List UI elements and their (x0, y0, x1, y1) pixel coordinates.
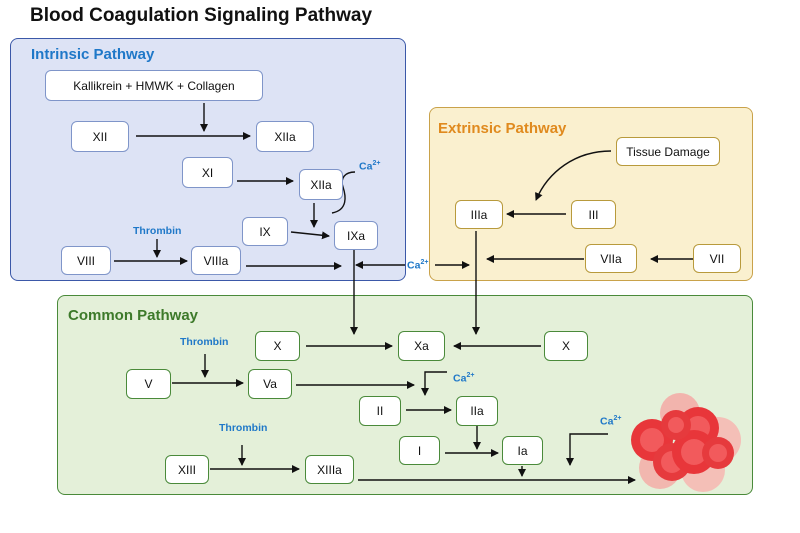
calcium-label-intrinsic: Ca2+ (359, 160, 381, 173)
common-pathway-title: Common Pathway (68, 307, 199, 324)
factor-ixa-box: IXa (334, 221, 378, 250)
kallikrein-hmwk-collagen-box: Kallikrein + HMWK + Collagen (45, 70, 263, 101)
calcium-label-clot: Ca2+ (600, 415, 622, 428)
ca-arrow-common (421, 371, 447, 396)
arrow-ix-to-ixa (290, 231, 330, 240)
factor-xa-box: Xa (398, 331, 445, 361)
factor-va-box: Va (248, 369, 292, 399)
factor-viiia-box: VIIIa (191, 246, 241, 275)
factor-x-left-box: X (255, 331, 300, 361)
factor-vii-box: VII (693, 244, 741, 273)
thrombin-label-common-lower: Thrombin (219, 422, 268, 434)
tissue-damage-box: Tissue Damage (616, 137, 720, 166)
arrow-tissue-damage (535, 150, 612, 201)
calcium-label-junction: Ca2+ (407, 259, 429, 272)
blood-clot-icon (631, 393, 741, 492)
factor-xii-box: XII (71, 121, 129, 152)
thrombin-label-common-upper: Thrombin (180, 336, 229, 348)
factor-ii-box: II (359, 396, 401, 426)
diagram-title: Blood Coagulation Signaling Pathway (30, 5, 373, 26)
factor-ix-box: IX (242, 217, 288, 246)
factor-viia-box: VIIa (585, 244, 637, 273)
factor-ia-box: Ia (502, 436, 543, 465)
calcium-label-common: Ca2+ (453, 372, 475, 385)
factor-xiii-box: XIII (165, 455, 209, 484)
extrinsic-pathway-title: Extrinsic Pathway (438, 120, 567, 137)
factor-iiia-box: IIIa (455, 200, 503, 229)
intrinsic-pathway-title: Intrinsic Pathway (31, 46, 155, 63)
factor-iii-box: III (571, 200, 616, 229)
factor-viii-box: VIII (61, 246, 111, 275)
thrombin-label-intrinsic: Thrombin (133, 225, 182, 237)
factor-v-box: V (126, 369, 171, 399)
factor-xiiia-box: XIIIa (305, 455, 354, 484)
ca-curve-intrinsic (331, 171, 356, 214)
factor-iia-box: IIa (456, 396, 498, 426)
factor-x-right-box: X (544, 331, 588, 361)
factor-xi-box: XI (182, 157, 233, 188)
ca-arrow-clot (566, 433, 608, 466)
factor-i-box: I (399, 436, 440, 465)
factor-xiia-box: XIIa (256, 121, 314, 152)
factor-xiia-second-box: XIIa (299, 169, 343, 200)
